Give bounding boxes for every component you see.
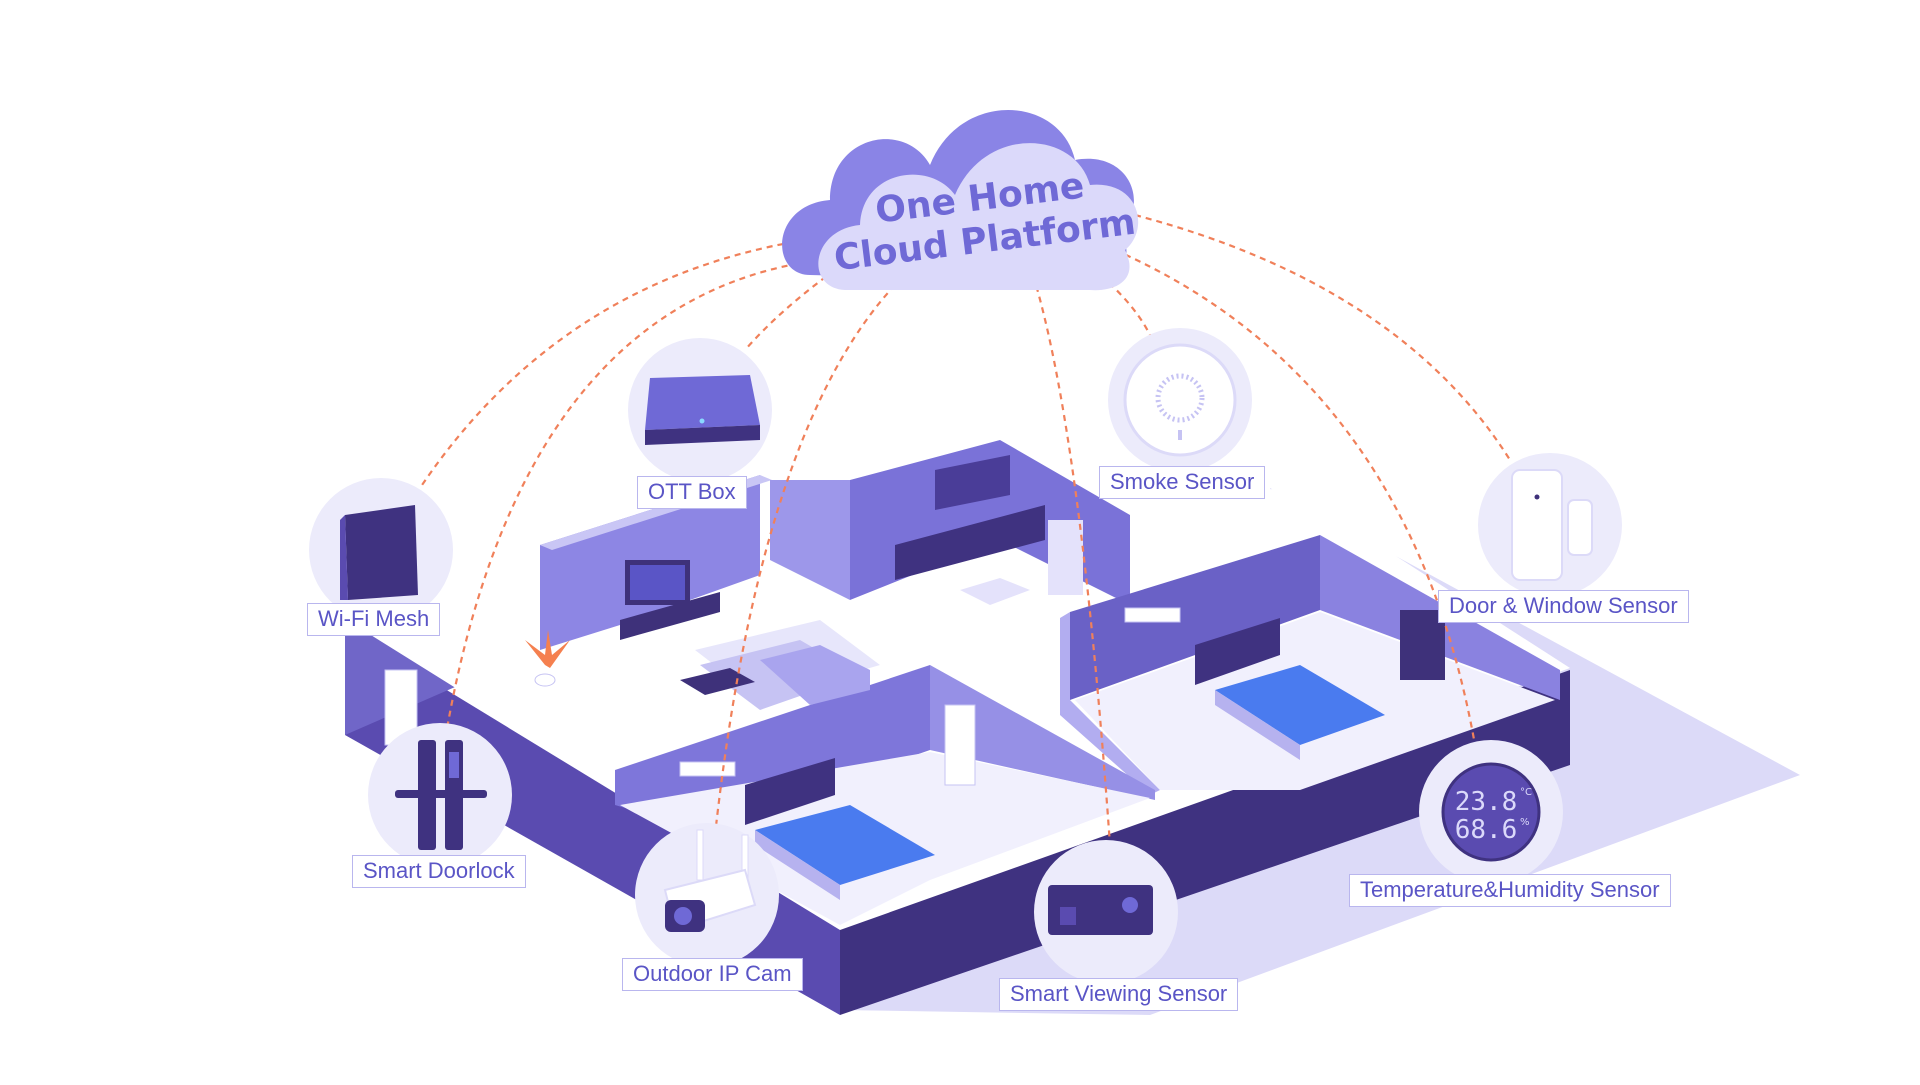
ott-box-led xyxy=(699,418,705,424)
smoke-sensor-icon xyxy=(1123,343,1237,457)
wifi-mesh-router-icon xyxy=(345,505,418,600)
kitchen-cabinets xyxy=(895,505,1045,580)
smoke-sensor-device[interactable] xyxy=(1108,328,1252,472)
ip-cam-antenna-left xyxy=(696,829,704,881)
line-ott-box xyxy=(744,269,836,351)
smart-viewing-grille xyxy=(1060,907,1076,925)
door-lower xyxy=(944,704,976,786)
tv-screen-glass xyxy=(630,565,685,600)
bed-right-frame xyxy=(1215,690,1300,760)
bed-lower xyxy=(755,805,935,885)
wifi-mesh-device[interactable] xyxy=(309,478,453,622)
ott-box-device[interactable] xyxy=(628,338,772,482)
line-door-window xyxy=(1134,213,1511,461)
smart-doorlock-device[interactable] xyxy=(368,723,512,867)
kitchen-side-wall xyxy=(770,480,850,600)
smoke-sensor-label[interactable]: Smoke Sensor xyxy=(1099,466,1266,499)
temp-unit: °C xyxy=(1520,787,1532,798)
bed-right-headboard xyxy=(1195,618,1280,685)
bedroom-right-back-wall xyxy=(1070,535,1320,700)
bed-lower-headboard xyxy=(745,758,835,825)
cloud-body xyxy=(818,143,1139,291)
ott-box-icon-bottom xyxy=(645,425,760,445)
bedroom-lower-back-wall xyxy=(615,665,930,830)
temp-humidity-icon xyxy=(1441,762,1541,862)
temp-humidity-sensor-label[interactable]: Temperature&Humidity Sensor xyxy=(1349,874,1671,907)
line-temp-humidity xyxy=(1114,248,1477,746)
door-window-main-icon xyxy=(1511,469,1563,581)
temp-value: 23.8 xyxy=(1455,787,1518,817)
ip-cam-lens xyxy=(674,907,692,925)
smart-doorlock-label[interactable]: Smart Doorlock xyxy=(352,855,526,888)
smart-viewing-sensor-device[interactable] xyxy=(1034,840,1178,984)
bed-right xyxy=(1215,665,1385,745)
wardrobe-right xyxy=(1400,610,1445,680)
plant-pot xyxy=(534,673,556,687)
house xyxy=(345,440,1570,1015)
fridge xyxy=(1048,520,1083,595)
humidity-unit: % xyxy=(1520,817,1530,828)
bedroom-right-left-wall xyxy=(1060,612,1160,795)
temp-humidity-sensor-device[interactable]: 23.8 °C 68.6 % xyxy=(1419,740,1563,884)
sofa-back xyxy=(760,645,870,705)
door-window-led xyxy=(1534,494,1540,500)
humidity-value: 68.6 xyxy=(1455,815,1518,845)
wifi-mesh-router-side xyxy=(340,515,348,600)
ac-unit-right xyxy=(1124,607,1181,623)
line-smart-doorlock xyxy=(443,258,821,741)
doorlock-keypad xyxy=(449,752,459,778)
smart-viewing-lens xyxy=(1122,897,1138,913)
line-wifi-mesh xyxy=(419,238,806,489)
wifi-mesh-label[interactable]: Wi-Fi Mesh xyxy=(307,603,441,636)
doorlock-handle xyxy=(395,790,487,798)
bed-lower-frame xyxy=(755,830,840,900)
outdoor-ip-cam-device[interactable] xyxy=(635,823,779,967)
kitchen-upper-cabinets xyxy=(935,455,1010,510)
door-window-sensor-label[interactable]: Door & Window Sensor xyxy=(1438,590,1689,623)
cloud-platform: One Home Cloud Platform xyxy=(782,110,1139,291)
plant-leaves xyxy=(525,630,570,668)
outdoor-ip-cam-label[interactable]: Outdoor IP Cam xyxy=(622,958,803,991)
ac-unit-lower xyxy=(679,761,736,777)
coffee-table xyxy=(680,668,755,695)
line-outdoor-ip-cam xyxy=(713,284,896,836)
door-window-magnet-icon xyxy=(1567,499,1593,556)
smoke-sensor-led xyxy=(1178,430,1182,440)
door-window-sensor-device[interactable] xyxy=(1478,453,1622,597)
ott-box-icon xyxy=(645,375,760,430)
kitchen-island xyxy=(960,578,1030,605)
smoke-sensor-vent xyxy=(1155,373,1205,423)
tv-stand xyxy=(620,592,720,640)
bedroom-lower-right-wall xyxy=(930,665,1155,800)
smart-viewing-sensor-label[interactable]: Smart Viewing Sensor xyxy=(999,978,1239,1011)
ott-box-label[interactable]: OTT Box xyxy=(637,476,747,509)
